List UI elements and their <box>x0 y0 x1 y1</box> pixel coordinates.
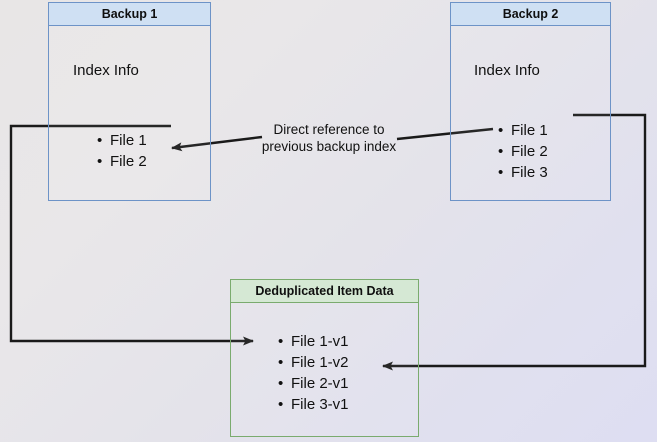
list-item: File 1 <box>498 120 548 141</box>
dedup-header: Deduplicated Item Data <box>230 279 419 303</box>
backup2-box: Backup 2 Index Info File 1 File 2 File 3 <box>450 2 611 201</box>
annotation-direct-reference: Direct reference to previous backup inde… <box>248 121 410 155</box>
list-item: File 2 <box>498 141 548 162</box>
list-item: File 1-v2 <box>278 352 348 373</box>
backup1-header: Backup 1 <box>48 2 211 26</box>
list-item: File 1-v1 <box>278 331 348 352</box>
annotation-line-1: Direct reference to <box>273 122 385 137</box>
dedup-box: Deduplicated Item Data File 1-v1 File 1-… <box>230 279 419 437</box>
dedup-body: File 1-v1 File 1-v2 File 2-v1 File 3-v1 <box>230 303 419 437</box>
backup1-file-list: File 1 File 2 <box>96 130 147 172</box>
backup1-body: Index Info File 1 File 2 <box>48 26 211 201</box>
list-item: File 3 <box>498 162 548 183</box>
list-item: File 3-v1 <box>278 394 348 415</box>
list-item: File 1 <box>97 130 147 151</box>
list-item: File 2 <box>97 151 147 172</box>
backup2-index-label: Index Info <box>474 62 540 79</box>
backup2-file-list: File 1 File 2 File 3 <box>497 120 548 183</box>
backup1-index-label: Index Info <box>73 62 139 79</box>
annotation-line-2: previous backup index <box>261 139 397 154</box>
backup2-header: Backup 2 <box>450 2 611 26</box>
list-item: File 2-v1 <box>278 373 348 394</box>
backup1-box: Backup 1 Index Info File 1 File 2 <box>48 2 211 201</box>
dedup-item-list: File 1-v1 File 1-v2 File 2-v1 File 3-v1 <box>277 331 348 415</box>
backup2-body: Index Info File 1 File 2 File 3 <box>450 26 611 201</box>
